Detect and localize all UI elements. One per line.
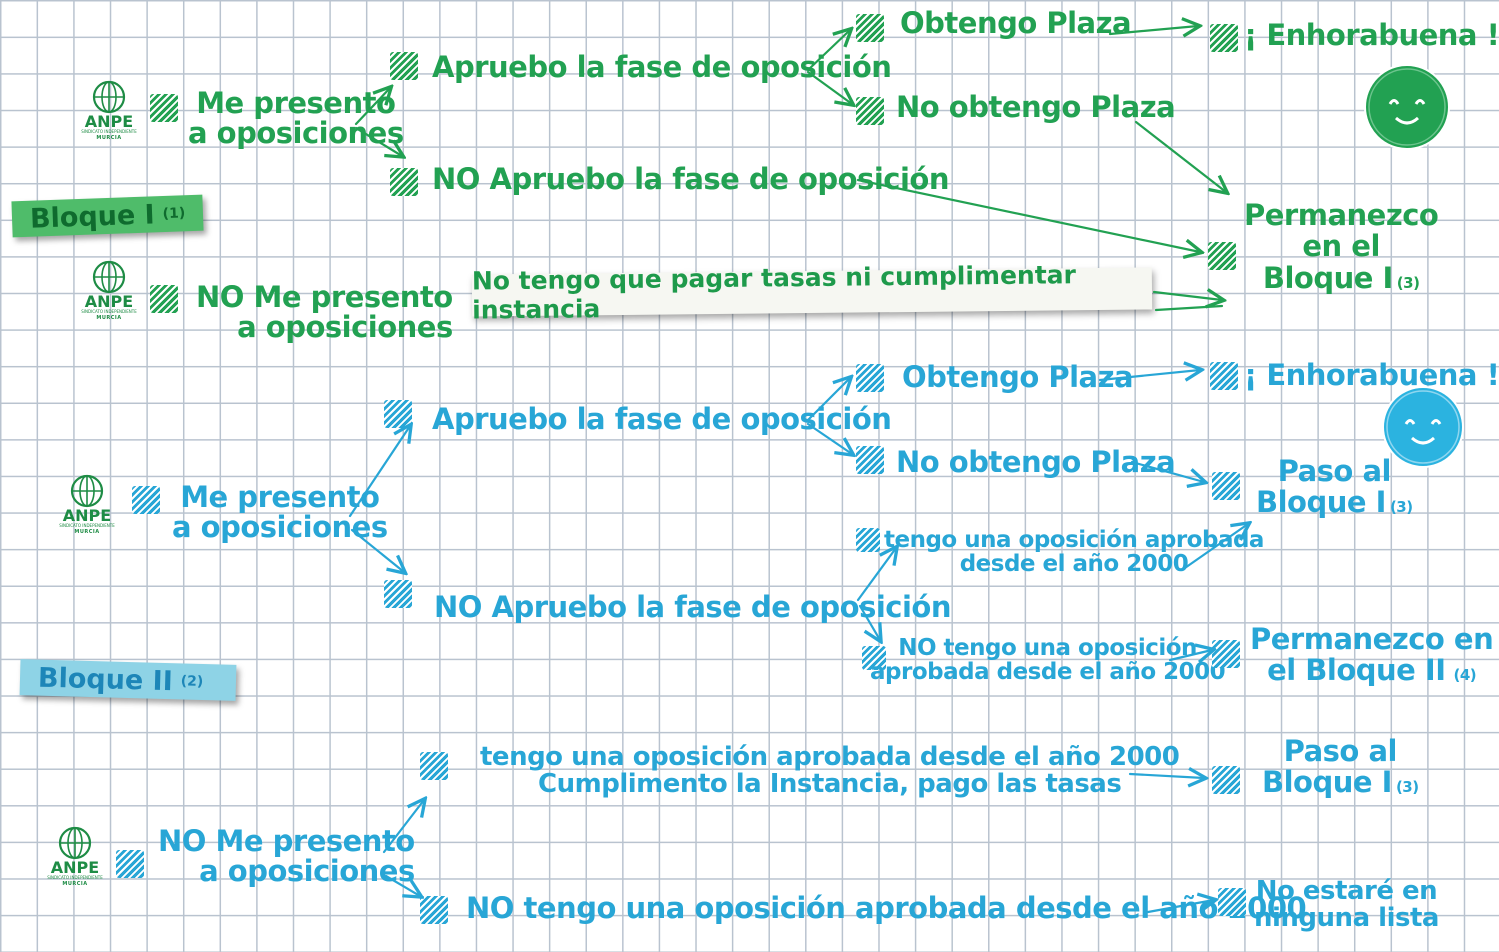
- arrow: [806, 30, 850, 72]
- b1-get-post: Obtengo Plaza: [900, 6, 1132, 40]
- checkbox-icon: [150, 285, 178, 313]
- arrow: [354, 88, 390, 126]
- checkbox-icon: [420, 752, 448, 780]
- anpe-logo: ANPE SINDICATO INDEPENDIENTE MURCIA: [74, 80, 144, 160]
- checkbox-icon: [856, 97, 884, 125]
- arrow: [806, 378, 850, 422]
- checkbox-icon: [856, 14, 884, 42]
- arrow: [1154, 304, 1224, 312]
- logo-tagline: SINDICATO INDEPENDIENTE: [81, 129, 137, 134]
- checkbox-icon: [856, 364, 884, 392]
- checkbox-icon: [1208, 242, 1236, 270]
- arrow: [806, 70, 852, 104]
- globe-icon: [92, 260, 126, 294]
- logo-tagline: SINDICATO INDEPENDIENTE: [59, 523, 115, 528]
- globe-icon: [92, 80, 126, 114]
- checkbox-icon: [150, 94, 178, 122]
- checkbox-icon: [384, 580, 412, 608]
- arrow: [384, 874, 420, 896]
- logo-tagline: SINDICATO INDEPENDIENTE: [47, 875, 103, 880]
- logo-name: ANPE: [50, 858, 100, 877]
- b2-move-to-b1-bottom-label: Paso al Bloque I: [1262, 734, 1397, 800]
- logo-name: ANPE: [84, 292, 134, 311]
- b1-stay-note: (3): [1396, 273, 1420, 292]
- b1-congrats: ¡ Enhorabuena !: [1244, 18, 1499, 52]
- arrow: [856, 178, 1200, 252]
- arrow: [858, 604, 880, 640]
- smiley-icon: [1364, 64, 1450, 150]
- b2-has-passed: tengo una oposición aprobada desde el añ…: [884, 527, 1264, 578]
- checkbox-icon: [390, 52, 418, 80]
- checkbox-icon: [132, 486, 160, 514]
- smiley-icon: [1382, 386, 1464, 468]
- logo-city: MURCIA: [96, 134, 122, 141]
- logo-name: ANPE: [62, 506, 112, 525]
- logo-name: ANPE: [84, 112, 134, 131]
- checkbox-icon: [1212, 766, 1240, 794]
- arrow: [1134, 120, 1226, 192]
- arrow: [1168, 650, 1212, 660]
- logo-city: MURCIA: [62, 880, 88, 887]
- globe-icon: [70, 474, 104, 508]
- arrow: [350, 528, 404, 572]
- arrow: [382, 800, 424, 854]
- logo-city: MURCIA: [96, 314, 122, 321]
- globe-icon: [58, 826, 92, 860]
- b2-stay-b2-label: Permanezco en el Bloque II: [1250, 622, 1494, 688]
- arrow: [1152, 292, 1222, 300]
- checkbox-icon: [116, 850, 144, 878]
- flow-arrows: [348, 0, 1464, 914]
- checkbox-icon: [420, 896, 448, 924]
- b2-no-list: No estaré en ninguna lista: [1254, 876, 1439, 934]
- checkbox-icon: [856, 446, 884, 474]
- b2-move-note: (3): [1389, 498, 1413, 517]
- b1-stay-label: Permanezco en el Bloque I: [1244, 198, 1439, 295]
- arrow: [1128, 774, 1204, 778]
- arrow: [1146, 900, 1214, 914]
- b2-fail-phase: NO Apruebo la fase de oposición: [434, 590, 951, 624]
- b1-no-post: No obtengo Plaza: [896, 90, 1176, 124]
- checkbox-icon: [1210, 362, 1238, 390]
- b2-move-to-b1: Paso al Bloque I(3): [1256, 454, 1413, 520]
- b2-stay-b2-note: (4): [1453, 666, 1477, 685]
- arrow: [354, 126, 402, 156]
- logo-city: MURCIA: [74, 528, 100, 535]
- checkbox-icon: [1210, 24, 1238, 52]
- arrow: [348, 426, 410, 518]
- b2-no-post: No obtengo Plaza: [896, 445, 1176, 479]
- arrow: [806, 422, 852, 454]
- b1-not-present: NO Me presento a oposiciones: [196, 280, 453, 345]
- arrow: [1098, 370, 1200, 380]
- arrow: [1180, 524, 1248, 572]
- checkbox-icon: [1218, 888, 1246, 916]
- b2-stay-b2: Permanezco en el Bloque II(4): [1250, 622, 1494, 688]
- anpe-logo: ANPE SINDICATO INDEPENDIENTE MURCIA: [74, 260, 144, 340]
- b2-get-post: Obtengo Plaza: [902, 360, 1134, 394]
- checkbox-icon: [390, 168, 418, 196]
- b1-stay: Permanezco en el Bloque I(3): [1244, 198, 1439, 295]
- b2-move-note-bottom: (3): [1395, 778, 1419, 797]
- checkbox-icon: [862, 646, 886, 670]
- b2-has-passed-fee: tengo una oposición aprobada desde el añ…: [480, 742, 1180, 800]
- b2-not-present: NO Me presento a oposiciones: [158, 824, 415, 889]
- arrow: [1130, 460, 1204, 482]
- b1-fail-phase: NO Apruebo la fase de oposición: [432, 162, 949, 196]
- b2-move-to-b1-bottom: Paso al Bloque I(3): [1262, 734, 1419, 800]
- b1-present: Me presento a oposiciones: [188, 86, 404, 151]
- flow-diagram: ANPE SINDICATO INDEPENDIENTE MURCIA Me p…: [11, 0, 1499, 934]
- checkbox-icon: [1212, 472, 1240, 500]
- anpe-logo: ANPE SINDICATO INDEPENDIENTE MURCIA: [40, 826, 110, 906]
- b2-no-passed: NO tengo una oposición aprobada desde el…: [870, 635, 1226, 686]
- b2-move-to-b1-label: Paso al Bloque I: [1256, 454, 1391, 520]
- b2-congrats: ¡ Enhorabuena !: [1244, 358, 1499, 392]
- arrow: [856, 548, 896, 602]
- logo-tagline: SINDICATO INDEPENDIENTE: [81, 309, 137, 314]
- anpe-logo: ANPE SINDICATO INDEPENDIENTE MURCIA: [52, 474, 122, 554]
- checkbox-icon: [856, 528, 880, 552]
- arrow: [1108, 26, 1198, 34]
